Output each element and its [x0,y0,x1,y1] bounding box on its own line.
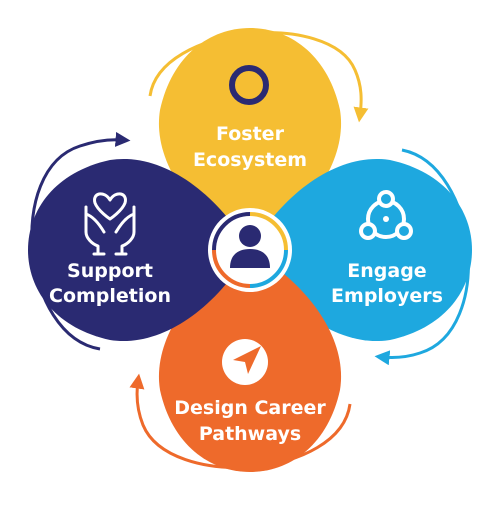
navigation-arrow-icon [222,339,268,385]
petal-left: Support Completion [28,158,250,342]
network-people-icon [359,190,413,240]
petal-right-label-line2: Employers [331,285,443,307]
cycle-arrow-blue [374,148,470,366]
cycle-arrow-yellow [148,31,369,123]
petal-left-label-line2: Completion [49,285,171,307]
cycle-arrows [30,31,470,469]
petal-top-label-line2: Ecosystem [193,149,307,171]
petal-left-shape [28,158,250,342]
cycle-arrow-orange [129,373,352,469]
petal-bottom-label-line1: Design Career [174,397,326,419]
person-icon [230,225,270,268]
petal-left-label-line1: Support [67,260,153,282]
circle-icon [229,65,269,105]
cycle-arrow-navy [30,131,131,351]
hands-heart-icon [84,192,136,256]
petal-right-label-line1: Engage [347,260,426,282]
center-hub [208,208,292,292]
petal-bottom-label-line2: Pathways [199,423,301,445]
petal-top-label-line1: Foster [216,123,285,145]
